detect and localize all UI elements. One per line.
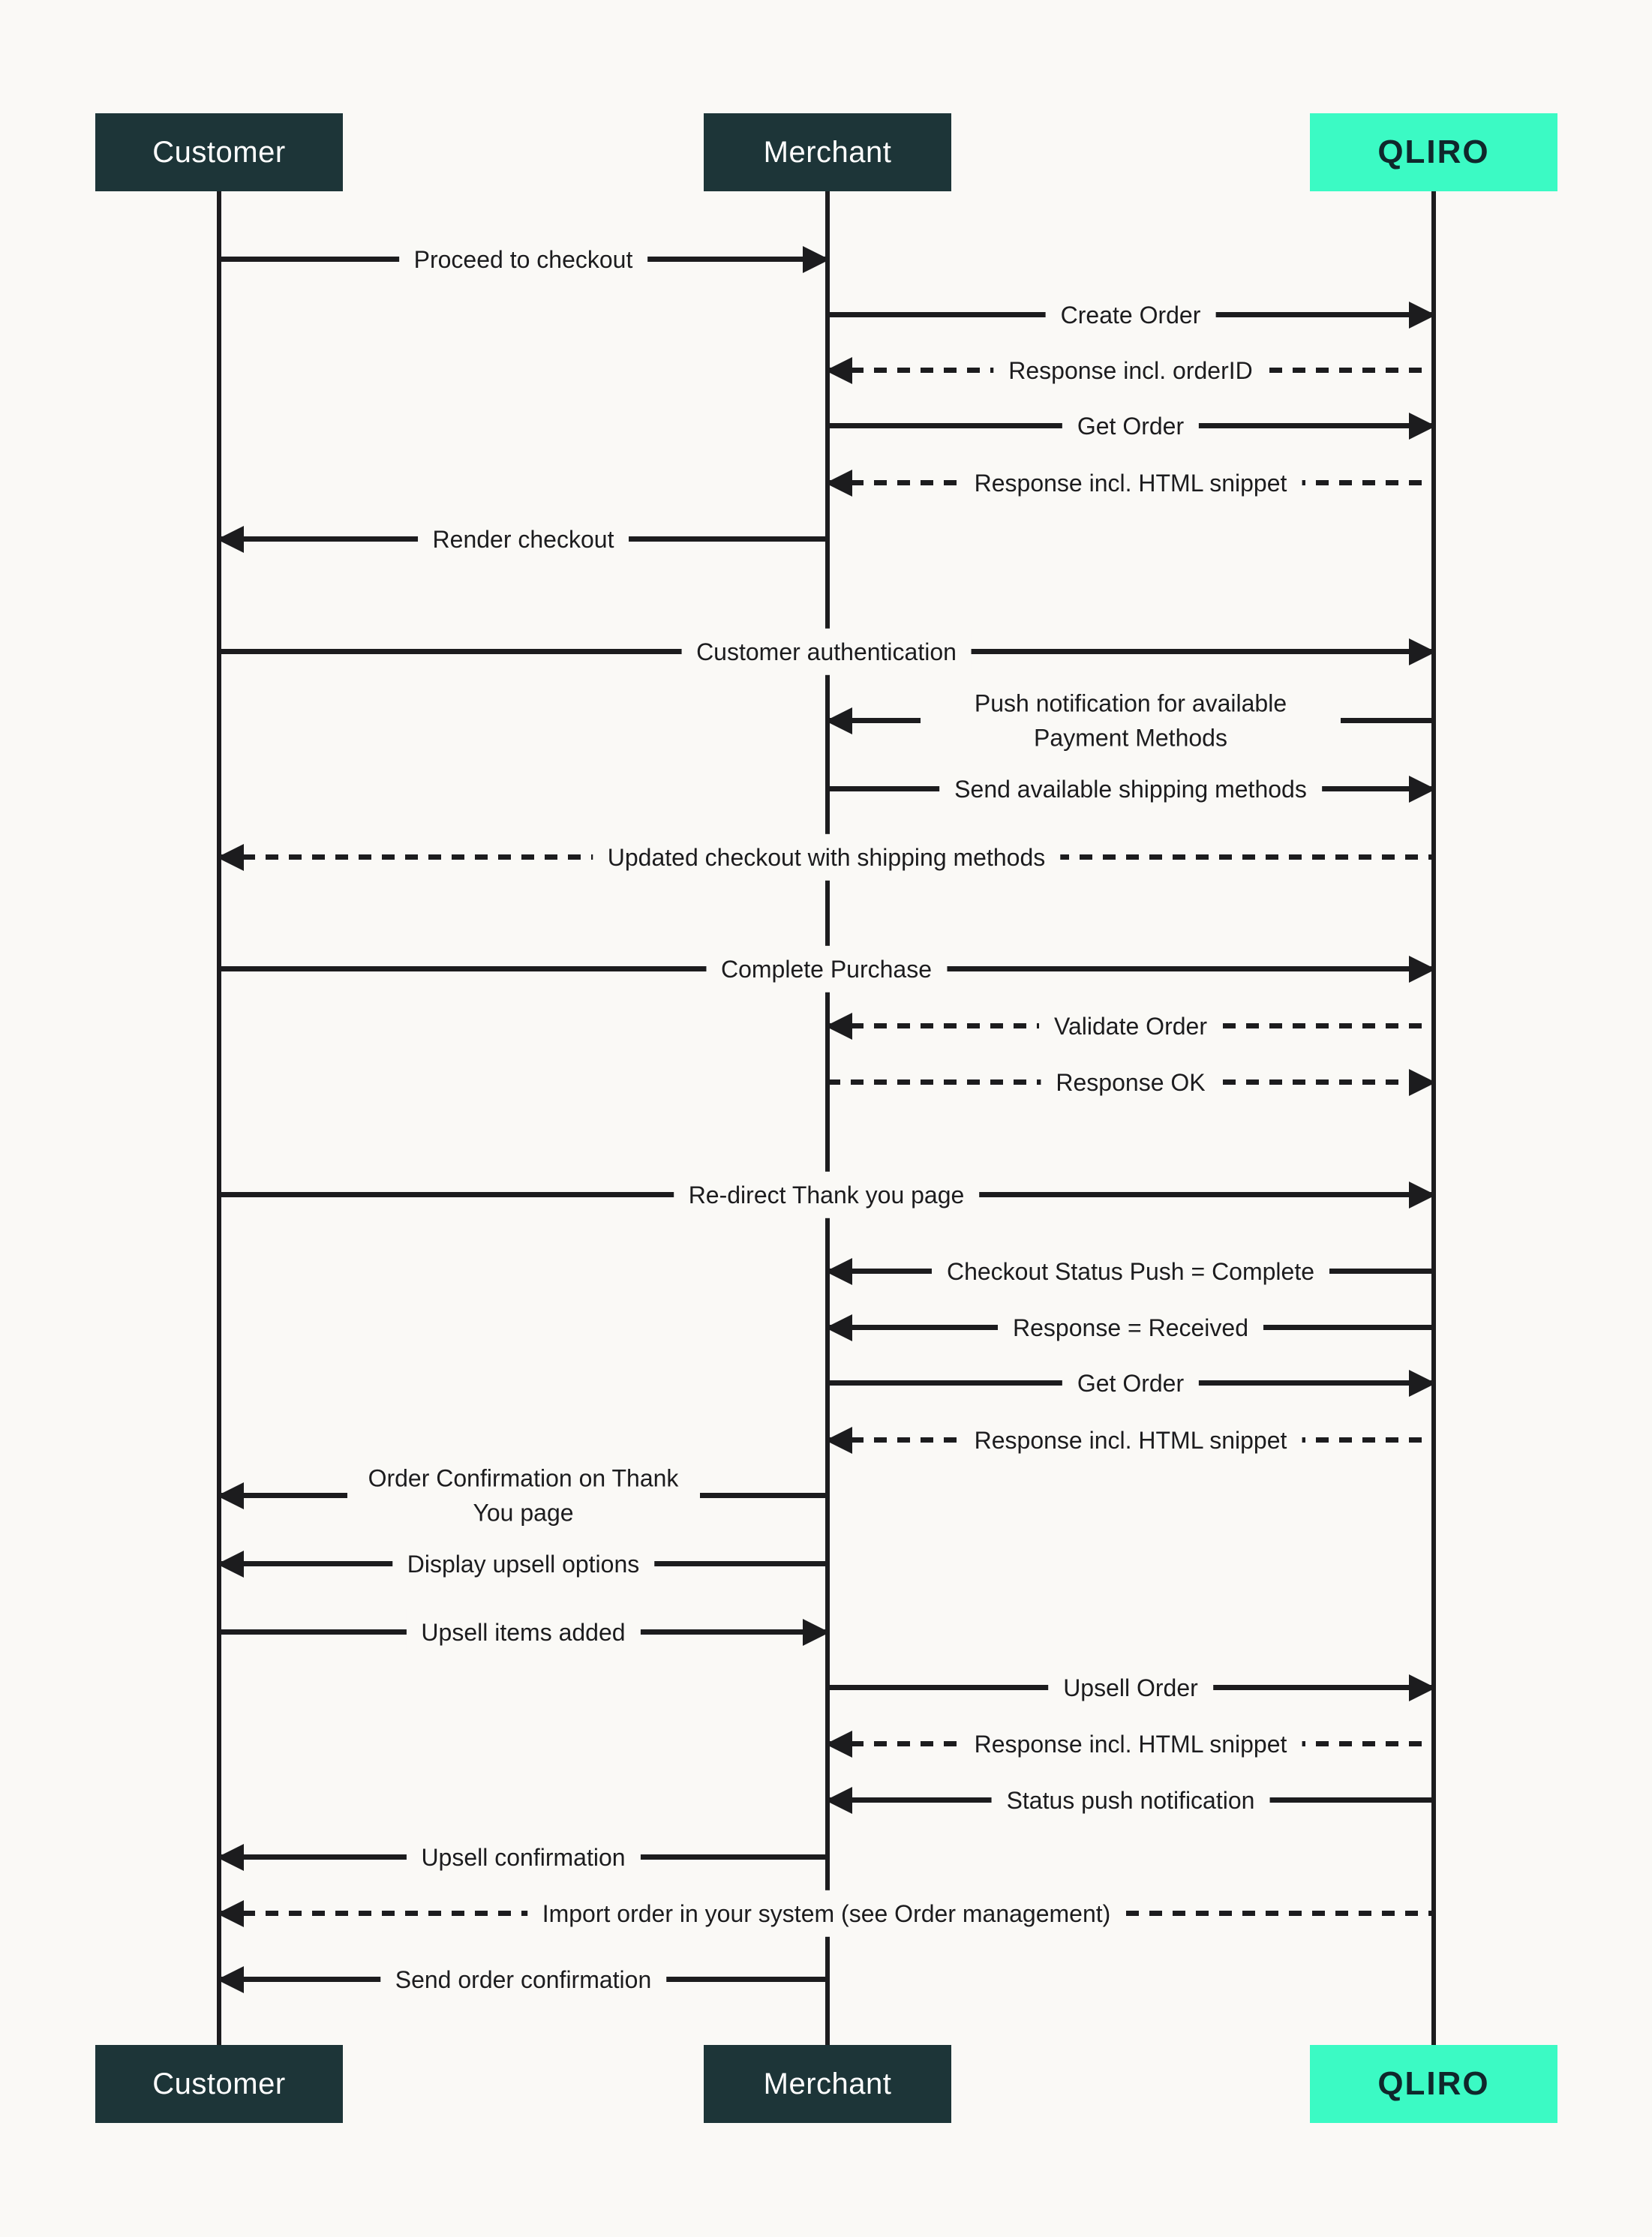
message-label: Validate Order — [1039, 1002, 1222, 1050]
message-label: Customer authentication — [681, 628, 972, 676]
message-label: Re-direct Thank you page — [673, 1171, 980, 1219]
arrowhead-right-icon — [1409, 956, 1436, 983]
arrowhead-left-icon — [217, 844, 244, 871]
message-label: Send available shipping methods — [939, 765, 1322, 813]
arrowhead-left-icon — [217, 1482, 244, 1509]
message-label: Upsell confirmation — [406, 1833, 641, 1881]
message-label: Response incl. HTML snippet — [959, 459, 1302, 507]
message-label: Render checkout — [417, 515, 629, 563]
arrowhead-left-icon — [825, 1427, 852, 1454]
arrowhead-left-icon — [825, 1258, 852, 1285]
arrowhead-right-icon — [803, 1619, 830, 1646]
arrowhead-left-icon — [217, 1844, 244, 1871]
arrowhead-left-icon — [825, 357, 852, 384]
message-label: Order Confirmation on Thank You page — [347, 1455, 700, 1537]
arrowhead-left-icon — [217, 1551, 244, 1578]
message-label: Response incl. HTML snippet — [959, 1416, 1302, 1464]
actor-label: Merchant — [763, 2067, 892, 2100]
arrowhead-left-icon — [825, 1314, 852, 1341]
message-label: Get Order — [1062, 1359, 1200, 1407]
actor-customer-top: Customer — [95, 113, 343, 191]
arrowhead-left-icon — [825, 470, 852, 497]
actor-customer-bottom: Customer — [95, 2045, 343, 2123]
message-label: Complete Purchase — [705, 945, 948, 993]
message-label: Import order in your system (see Order m… — [527, 1890, 1126, 1938]
arrowhead-left-icon — [217, 1900, 244, 1927]
arrowhead-right-icon — [1409, 302, 1436, 329]
message-label: Response OK — [1041, 1058, 1221, 1106]
arrowhead-right-icon — [1409, 776, 1436, 803]
arrowhead-right-icon — [1409, 638, 1436, 665]
arrowhead-right-icon — [803, 246, 830, 273]
message-label: Upsell Order — [1048, 1664, 1213, 1712]
message-label: Push notification for available Payment … — [921, 680, 1341, 762]
actor-label: Merchant — [763, 135, 892, 169]
arrowhead-right-icon — [1409, 1370, 1436, 1397]
message-label: Proceed to checkout — [398, 236, 648, 284]
qliro-logo: QLIRO — [1377, 134, 1490, 170]
message-label: Upsell items added — [406, 1608, 641, 1656]
message-label: Checkout Status Push = Complete — [931, 1248, 1330, 1296]
qliro-logo: QLIRO — [1377, 2065, 1490, 2102]
qliro-lifeline — [1431, 191, 1436, 2045]
message-label: Status push notification — [991, 1776, 1270, 1824]
merchant-lifeline — [825, 191, 830, 2045]
arrowhead-left-icon — [825, 1787, 852, 1814]
message-label: Get Order — [1062, 402, 1200, 450]
arrowhead-right-icon — [1409, 1069, 1436, 1096]
arrowhead-left-icon — [825, 1013, 852, 1040]
actor-label: Customer — [152, 135, 286, 169]
arrowhead-right-icon — [1409, 1182, 1436, 1209]
arrowhead-left-icon — [217, 1966, 244, 1993]
message-label: Response incl. orderID — [993, 347, 1268, 395]
arrowhead-left-icon — [825, 1731, 852, 1758]
message-label: Updated checkout with shipping methods — [592, 833, 1061, 881]
actor-qliro-bottom: QLIRO — [1310, 2045, 1557, 2123]
customer-lifeline — [217, 191, 221, 2045]
arrowhead-right-icon — [1409, 413, 1436, 440]
arrowhead-left-icon — [217, 526, 244, 553]
arrowhead-left-icon — [825, 707, 852, 734]
actor-qliro-top: QLIRO — [1310, 113, 1557, 191]
message-label: Create Order — [1045, 291, 1216, 339]
message-label: Display upsell options — [392, 1540, 655, 1588]
arrowhead-right-icon — [1409, 1674, 1436, 1701]
actor-label: Customer — [152, 2067, 286, 2100]
message-label: Response = Received — [998, 1304, 1263, 1352]
actor-merchant-bottom: Merchant — [704, 2045, 951, 2123]
message-label: Response incl. HTML snippet — [959, 1720, 1302, 1768]
actor-merchant-top: Merchant — [704, 113, 951, 191]
message-label: Send order confirmation — [380, 1956, 667, 2004]
